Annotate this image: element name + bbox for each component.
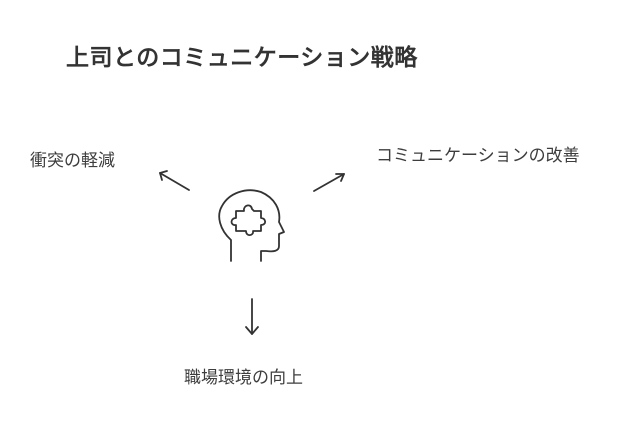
branch-label-workplace-improvement: 職場環境の向上 [184, 368, 303, 388]
branch-label-communication-improvement: コミュニケーションの改善 [376, 146, 580, 166]
puzzle-piece [230, 204, 267, 237]
arrow-to-conflict-reduction [159, 170, 190, 191]
head-outline [218, 189, 285, 262]
arrow-to-workplace-improvement [245, 298, 259, 335]
head-with-puzzle-piece-icon [218, 189, 285, 262]
branch-label-conflict-reduction: 衝突の軽減 [30, 151, 115, 171]
arrow-to-communication-improvement [313, 173, 345, 192]
diagram-title: 上司とのコミュニケーション戦略 [66, 45, 418, 71]
